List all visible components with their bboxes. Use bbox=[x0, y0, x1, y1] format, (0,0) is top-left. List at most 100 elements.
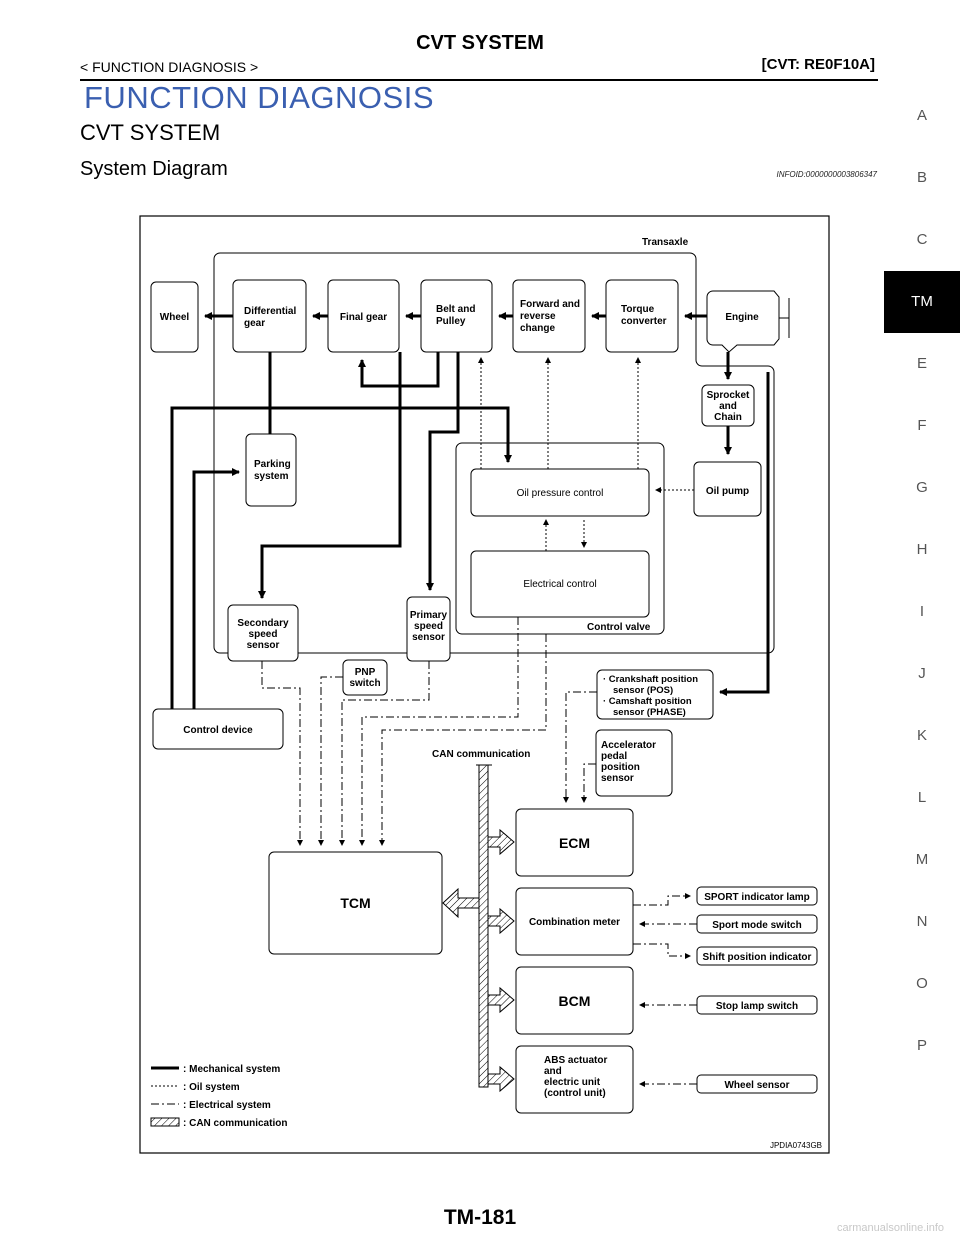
electrical-control-box: Electrical control bbox=[470, 550, 650, 618]
electrical-lines bbox=[261, 617, 697, 1087]
tab-p[interactable]: P bbox=[916, 1037, 927, 1054]
page-number: TM-181 bbox=[443, 1206, 517, 1229]
info-id: INFOID:0000000003806347 bbox=[776, 170, 877, 179]
svg-text:Electrical control: Electrical control bbox=[523, 579, 596, 590]
tab-m[interactable]: M bbox=[915, 851, 929, 868]
svg-text:sensor (POS): sensor (POS) bbox=[613, 685, 673, 696]
control-device-box: Control device bbox=[152, 708, 284, 750]
svg-text:pedal: pedal bbox=[601, 751, 627, 762]
differential-box: Differential gear bbox=[232, 279, 307, 353]
oil-pressure-box: Oil pressure control bbox=[470, 468, 650, 517]
primary-speed-sensor-box: Primary speed sensor bbox=[406, 596, 451, 662]
tab-j[interactable]: J bbox=[918, 665, 926, 682]
svg-text:Parking: Parking bbox=[254, 459, 291, 470]
svg-text:Combination meter: Combination meter bbox=[529, 917, 620, 928]
tab-c[interactable]: C bbox=[916, 231, 928, 248]
tab-g[interactable]: G bbox=[916, 479, 928, 496]
svg-text:Secondary: Secondary bbox=[237, 618, 289, 629]
tab-l[interactable]: L bbox=[917, 789, 927, 806]
belt-pulley-box: Belt and Pulley bbox=[420, 279, 493, 353]
can-bus bbox=[442, 764, 515, 1093]
sprocket-box: Sprocket and Chain bbox=[701, 384, 755, 427]
transaxle-label: Transaxle bbox=[642, 237, 689, 248]
svg-text:Control device: Control device bbox=[183, 725, 253, 736]
tab-o[interactable]: O bbox=[916, 975, 928, 992]
oil-lines bbox=[478, 357, 694, 551]
svg-text:position: position bbox=[601, 762, 640, 773]
tab-tm[interactable]: TM bbox=[884, 271, 960, 333]
crankshaft-camshaft-box: · Crankshaft position sensor (POS) · Cam… bbox=[596, 669, 714, 720]
svg-text:Belt and: Belt and bbox=[436, 304, 475, 315]
legend: : Mechanical system : Oil system : Elect… bbox=[150, 1064, 287, 1129]
svg-text:Oil pump: Oil pump bbox=[706, 486, 749, 497]
transaxle-enclosure bbox=[213, 252, 775, 654]
svg-text:: Mechanical system: : Mechanical system bbox=[183, 1064, 280, 1075]
secondary-speed-sensor-box: Secondary speed sensor bbox=[227, 604, 299, 662]
tab-f[interactable]: F bbox=[917, 417, 927, 434]
svg-text:and: and bbox=[544, 1066, 562, 1077]
svg-text:sensor: sensor bbox=[601, 773, 634, 784]
svg-text:Shift position indicator: Shift position indicator bbox=[703, 952, 812, 963]
page-header-title: CVT SYSTEM bbox=[416, 32, 544, 54]
accelerator-sensor-box: Accelerator pedal position sensor bbox=[595, 729, 673, 797]
tab-n[interactable]: N bbox=[916, 913, 928, 930]
svg-text:Accelerator: Accelerator bbox=[601, 740, 656, 751]
mech-top-chain bbox=[204, 312, 732, 455]
diagram-frame bbox=[139, 215, 830, 1154]
wheel-sensor-box: Wheel sensor bbox=[696, 1074, 818, 1094]
svg-text:: Electrical system: : Electrical system bbox=[183, 1100, 271, 1111]
svg-text:Oil pressure control: Oil pressure control bbox=[517, 488, 604, 499]
svg-text:ECM: ECM bbox=[559, 835, 590, 851]
svg-text:change: change bbox=[520, 323, 555, 334]
tab-i[interactable]: I bbox=[919, 603, 925, 620]
svg-text:TCM: TCM bbox=[340, 895, 370, 911]
svg-text:Engine: Engine bbox=[725, 312, 759, 323]
svg-text:Pulley: Pulley bbox=[436, 316, 466, 327]
svg-text:Sprocket: Sprocket bbox=[707, 390, 750, 401]
pnp-switch-box: PNP switch bbox=[342, 659, 388, 696]
svg-text:converter: converter bbox=[621, 316, 667, 327]
header-rule bbox=[80, 79, 878, 81]
header-model: [CVT: RE0F10A] bbox=[761, 56, 875, 73]
svg-text:switch: switch bbox=[349, 678, 380, 689]
svg-text:speed: speed bbox=[414, 621, 443, 632]
svg-text:Chain: Chain bbox=[714, 412, 742, 423]
svg-text:· Camshaft position: · Camshaft position bbox=[603, 696, 692, 707]
control-valve-label: Control valve bbox=[587, 622, 651, 633]
tab-a[interactable]: A bbox=[916, 107, 927, 124]
shift-position-indicator-box: Shift position indicator bbox=[696, 946, 818, 966]
svg-text:Wheel sensor: Wheel sensor bbox=[724, 1080, 789, 1091]
svg-text:sensor: sensor bbox=[247, 640, 280, 651]
svg-text:Forward and: Forward and bbox=[520, 299, 580, 310]
svg-text:: Oil system: : Oil system bbox=[183, 1082, 240, 1093]
mech-lines bbox=[170, 352, 770, 709]
engine-box: Engine bbox=[706, 290, 790, 353]
svg-text:gear: gear bbox=[244, 318, 265, 329]
control-valve-enclosure bbox=[455, 442, 665, 635]
tab-e[interactable]: E bbox=[916, 355, 927, 372]
svg-text:BCM: BCM bbox=[559, 993, 591, 1009]
svg-text:speed: speed bbox=[249, 629, 278, 640]
watermark: carmanualsonline.info bbox=[836, 1222, 944, 1234]
tab-b[interactable]: B bbox=[916, 169, 927, 186]
svg-text:Primary: Primary bbox=[410, 610, 448, 621]
abs-actuator-box: ABS actuator and electric unit (control … bbox=[515, 1045, 634, 1114]
svg-text:Differential: Differential bbox=[244, 306, 296, 317]
wheel-box: Wheel bbox=[150, 281, 199, 353]
stop-lamp-switch-box: Stop lamp switch bbox=[696, 995, 818, 1015]
svg-text:· Crankshaft position: · Crankshaft position bbox=[603, 674, 698, 685]
combination-meter-box: Combination meter bbox=[515, 887, 634, 956]
tab-h[interactable]: H bbox=[916, 541, 928, 558]
svg-text:: CAN communication: : CAN communication bbox=[183, 1118, 287, 1129]
sport-mode-switch-box: Sport mode switch bbox=[696, 914, 818, 934]
svg-text:Torque: Torque bbox=[621, 304, 655, 315]
oil-pump-box: Oil pump bbox=[693, 461, 762, 517]
tab-k[interactable]: K bbox=[916, 727, 927, 744]
svg-text:system: system bbox=[254, 471, 289, 482]
diagram-code: JPDIA0743GB bbox=[770, 1141, 822, 1150]
svg-text:Final gear: Final gear bbox=[340, 312, 387, 323]
sport-indicator-lamp-box: SPORT indicator lamp bbox=[696, 886, 818, 906]
svg-text:Stop lamp switch: Stop lamp switch bbox=[716, 1001, 798, 1012]
svg-text:reverse: reverse bbox=[520, 311, 556, 322]
